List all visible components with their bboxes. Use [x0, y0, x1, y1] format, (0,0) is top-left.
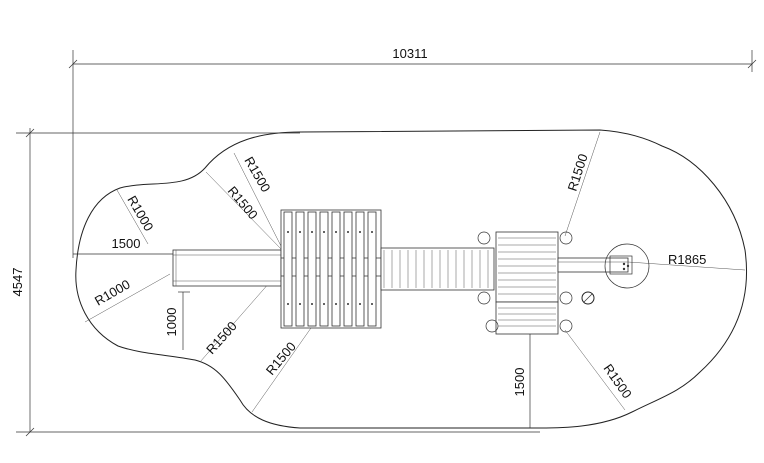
plank-bolt: [347, 231, 349, 233]
plank-bolt: [335, 303, 337, 305]
dim-overall-length: 10311: [68, 46, 757, 258]
radius-upper-right-label: R1500: [565, 152, 591, 193]
radius-lower-left-small: R1000: [84, 273, 171, 323]
plank-bolt: [371, 231, 373, 233]
radius-upper-left-mid-a-label: R1500: [241, 154, 273, 195]
tower-plank: [283, 211, 293, 327]
dim-offset-bottom: 1500: [512, 334, 531, 428]
plank-bolt: [335, 231, 337, 233]
radius-lower-right: R1500: [564, 329, 635, 411]
plank-bolt: [371, 303, 373, 305]
offset-left-label: 1500: [112, 236, 141, 251]
tower-plank: [295, 211, 305, 327]
offset-bottom-label: 1500: [512, 368, 527, 397]
radius-lower-left-mid-b-label: R1500: [263, 339, 299, 378]
tower-plank: [319, 211, 329, 327]
tower-plank: [331, 211, 341, 327]
plank-bolt: [323, 231, 325, 233]
left-climbing-tower: [280, 209, 382, 329]
dim-offset-left: 1500: [73, 236, 175, 255]
radius-right-end-label: R1865: [668, 252, 706, 267]
plank-bolt: [347, 303, 349, 305]
dim-offset-left-lower: 1000: [164, 291, 190, 350]
plank-bolt: [287, 231, 289, 233]
overall-width-label: 4547: [10, 268, 25, 297]
safety-zone-outline: [75, 129, 748, 429]
tower-plank: [355, 211, 365, 327]
plank-bolt: [359, 303, 361, 305]
left-slide: [172, 249, 282, 287]
plank-bolt: [323, 303, 325, 305]
tower-plank: [307, 211, 317, 327]
radius-lower-left-mid-a-label: R1500: [203, 318, 240, 357]
plank-bolt: [311, 303, 313, 305]
bridge: [380, 247, 495, 291]
radius-right-end: R1865: [627, 252, 746, 271]
right-slide-pole: [557, 243, 650, 289]
radius-upper-left-mid-b-label: R1500: [225, 183, 261, 222]
dim-overall-width: 4547: [10, 128, 540, 437]
offset-left-lower-label: 1000: [164, 308, 179, 337]
plank-bolt: [299, 303, 301, 305]
tower-plank: [367, 211, 377, 327]
tower-plank: [343, 211, 353, 327]
radius-lower-left-small-label: R1000: [92, 276, 133, 308]
overall-length-label: 10311: [392, 46, 427, 61]
plank-bolt: [311, 231, 313, 233]
right-tower: [477, 231, 595, 335]
plank-bolt: [359, 231, 361, 233]
radius-upper-right: R1500: [565, 131, 601, 237]
radius-upper-left-small-label: R1000: [124, 193, 156, 234]
plank-bolt: [299, 231, 301, 233]
plank-bolt: [287, 303, 289, 305]
radius-lower-left-mid-b: R1500: [251, 317, 319, 413]
radius-lower-right-label: R1500: [601, 361, 635, 401]
radius-lower-left-mid-a: R1500: [199, 281, 271, 363]
